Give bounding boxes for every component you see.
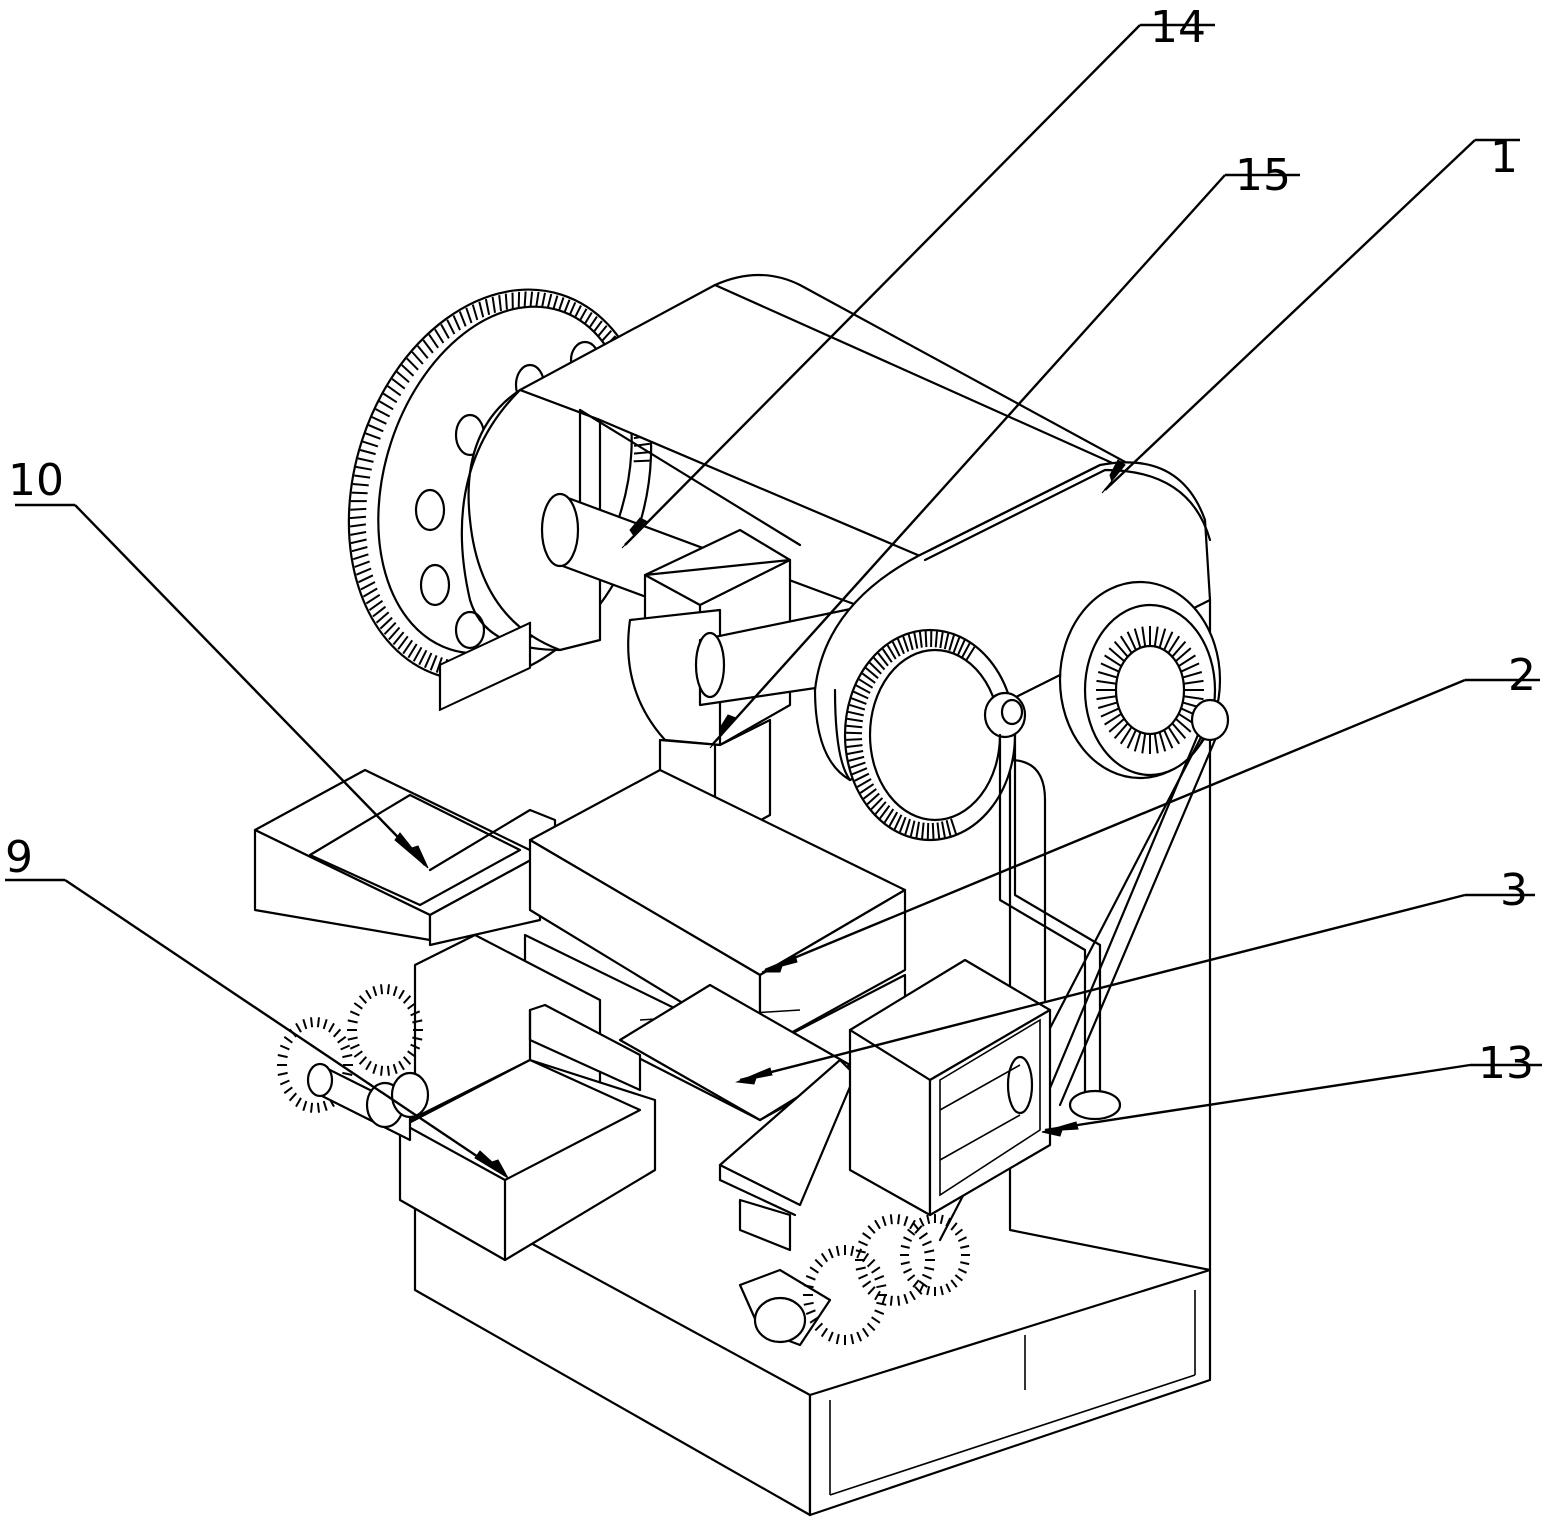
- arrow-14: [621, 517, 649, 549]
- arrow-2: [761, 954, 798, 973]
- gears-lower-right: [738, 1198, 970, 1347]
- label-9: 9: [5, 832, 33, 883]
- arrow-13: [1041, 1121, 1079, 1137]
- part-labels: 14 15 1 10 2 9 3 13: [5, 2, 1536, 1089]
- arrow-9: [474, 1150, 510, 1180]
- drive-gear-right: [843, 628, 1017, 842]
- arrow-10: [394, 832, 429, 869]
- leader-3: [739, 893, 1466, 1082]
- gears-left: [277, 984, 430, 1142]
- lower-left-box: [398, 933, 657, 1262]
- base-cabinet: [413, 1178, 1212, 1517]
- leader-lines: [5, 23, 1542, 1180]
- linkage-rod: [938, 691, 1230, 1242]
- arrow-15: [709, 714, 737, 749]
- feed-tray-left: [253, 621, 557, 947]
- leader-13: [1044, 1063, 1471, 1132]
- label-13: 13: [1478, 1038, 1534, 1089]
- label-15: 15: [1235, 150, 1291, 201]
- label-10: 10: [8, 455, 64, 506]
- arrow-3: [735, 1067, 773, 1085]
- leader-9: [64, 879, 506, 1176]
- collector-box-right: [848, 958, 1052, 1217]
- label-14: 14: [1150, 2, 1206, 53]
- leader-1: [1104, 139, 1476, 491]
- leader-2: [764, 678, 1466, 972]
- label-2: 2: [1508, 650, 1536, 701]
- leader-10: [74, 504, 426, 866]
- motor-pulley: [1058, 580, 1222, 780]
- leader-14: [624, 24, 1141, 546]
- arrow-1: [1101, 459, 1126, 494]
- leader-15: [711, 174, 1226, 746]
- label-1: 1: [1490, 132, 1518, 183]
- label-3: 3: [1500, 865, 1528, 916]
